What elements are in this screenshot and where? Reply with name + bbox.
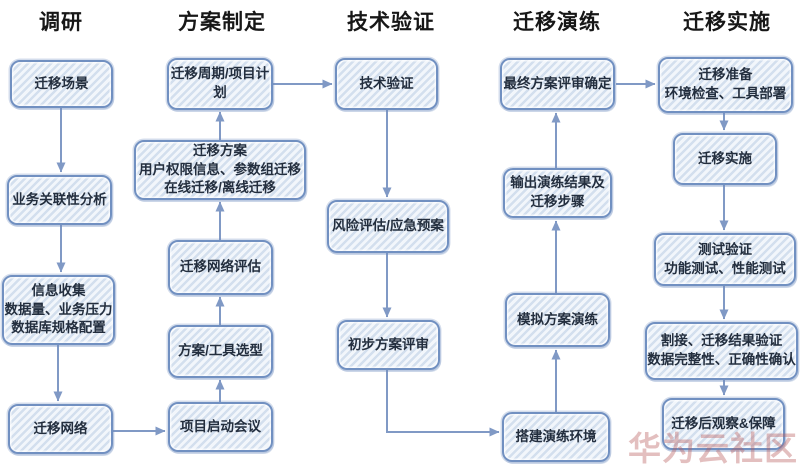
- box-label-line: 迁移方案: [193, 142, 247, 158]
- box-label-line: 迁移实施: [698, 150, 752, 166]
- box-label-line: 迁移步骤: [530, 194, 585, 209]
- box-technical-verification: 技术验证: [335, 58, 438, 110]
- box-test-verification: 测试验证 功能测试、性能测试: [654, 233, 796, 286]
- flow-connector: [386, 370, 500, 437]
- box-label-line: 项目启动会议: [180, 418, 261, 434]
- box-label-line: 搭建演练环境: [515, 428, 597, 444]
- box-label-line: 在线迁移/离线迁移: [164, 180, 276, 196]
- box-label-line: 方案/工具选型: [178, 343, 263, 359]
- box-migration-preparation: 迁移准备 环境检查、工具部署: [658, 57, 793, 113]
- box-build-rehearsal-environment: 搭建演练环境: [502, 412, 610, 462]
- box-label-line: 数据库规格配置: [11, 320, 106, 336]
- box-label-line: 模拟方案演练: [517, 311, 598, 327]
- box-label-line: 迁移网络: [33, 420, 88, 436]
- box-label-line: 最终方案评审确定: [503, 75, 612, 91]
- box-label-line: 数据完整性、正确性确认: [647, 352, 796, 367]
- box-migration-network-evaluation: 迁移网络评估: [168, 240, 273, 295]
- box-project-kickoff-meeting: 项目启动会议: [168, 402, 273, 452]
- box-post-migration-observation-assurance: 迁移后观察&保障: [662, 398, 785, 450]
- box-preliminary-plan-review: 初步方案评审: [337, 320, 440, 370]
- column-title-migration-rehearsal: 迁移演练: [513, 11, 601, 34]
- box-label-line: 测试验证: [698, 241, 752, 257]
- box-final-plan-review-confirmation: 最终方案评审确定: [500, 58, 615, 110]
- box-label-line: 迁移网络评估: [180, 259, 261, 275]
- box-migration-cycle-project-plan: 迁移周期/项目计划: [167, 58, 273, 110]
- box-information-collection: 信息收集 数据量、业务压力 数据库规格配置: [2, 275, 115, 345]
- box-label-line: 业务关联性分析: [12, 191, 107, 207]
- box-label-line: 环境检查、工具部署: [664, 86, 787, 101]
- box-solution-tool-selection: 方案/工具选型: [168, 325, 273, 378]
- box-label-line: 初步方案评审: [348, 336, 429, 352]
- box-simulated-plan-rehearsal: 模拟方案演练: [505, 293, 610, 347]
- column-title-research: 调研: [39, 11, 83, 34]
- box-output-rehearsal-results-steps: 输出演练结果及 迁移步骤: [503, 168, 612, 218]
- box-label-line: 功能测试、性能测试: [664, 260, 786, 276]
- box-cutover-migration-result-verification: 割接、迁移结果验证 数据完整性、正确性确认: [645, 322, 798, 380]
- box-label-line: 信息收集: [31, 282, 86, 298]
- column-title-plan-formulation: 方案制定: [178, 11, 266, 34]
- box-label-line: 迁移周期/项目计划: [170, 66, 270, 100]
- box-label-line: 迁移准备: [698, 67, 753, 83]
- column-title-migration-implementation: 迁移实施: [683, 11, 771, 34]
- box-migration-plan: 迁移方案 用户权限信息、参数组迁移 在线迁移/离线迁移: [134, 140, 306, 200]
- box-business-dependency-analysis: 业务关联性分析: [7, 175, 112, 225]
- box-migration-network: 迁移网络: [8, 404, 113, 454]
- box-label-line: 迁移场景: [34, 75, 89, 91]
- box-label-line: 用户权限信息、参数组迁移: [139, 161, 301, 177]
- box-risk-assessment-contingency-plan: 风险评估/应急预案: [327, 200, 449, 253]
- box-migration-implementation: 迁移实施: [673, 133, 777, 185]
- box-label-line: 技术验证: [359, 75, 414, 91]
- box-label-line: 迁移后观察&保障: [671, 415, 776, 431]
- box-label-line: 输出演练结果及: [510, 175, 605, 191]
- box-label-line: 风险评估/应急预案: [332, 218, 444, 234]
- box-label-line: 割接、迁移结果验证: [660, 333, 783, 349]
- box-label-line: 数据量、业务压力: [4, 301, 113, 317]
- column-title-technical-verification: 技术验证: [347, 11, 435, 34]
- box-migration-scenario: 迁移场景: [10, 60, 113, 108]
